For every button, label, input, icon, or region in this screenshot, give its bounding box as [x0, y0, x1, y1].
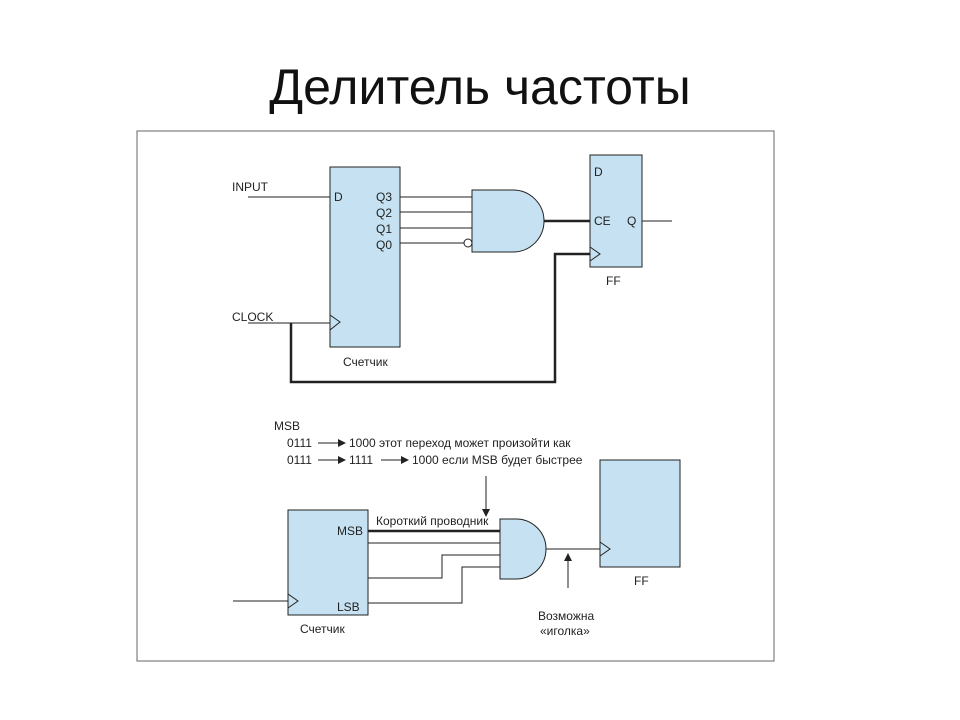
- note-line1-b: 1000 этот переход может произойти как: [349, 436, 571, 450]
- bottom-ff-block: [599, 459, 681, 568]
- ff-block: [589, 154, 643, 268]
- clock-loop-wire: [289, 252, 590, 384]
- counter-q1-label: Q1: [376, 222, 392, 236]
- and-gate-top: [471, 189, 545, 253]
- glitch-label-line2: «иголка»: [540, 624, 590, 638]
- ff-caption: FF: [606, 274, 621, 288]
- counter-block: [329, 166, 401, 348]
- ff-d-label: D: [594, 165, 603, 179]
- ff-q-label: Q: [627, 214, 636, 228]
- note-line1-a: 0111: [287, 436, 312, 450]
- bottom-ff-caption: FF: [634, 574, 649, 588]
- short-wire-label: Короткий проводник: [376, 514, 489, 528]
- bottom-counter-caption: Счетчик: [300, 622, 346, 636]
- note-line2-c: 1000 если MSB будет быстрее: [412, 453, 583, 467]
- counter-q3-label: Q3: [376, 190, 392, 204]
- bit1-wire: [368, 554, 500, 579]
- q0-inverter-bubble: [463, 238, 473, 248]
- bottom-circuit: MSB 0111 1000 этот переход может произой…: [233, 419, 681, 638]
- clock-label: CLOCK: [232, 310, 273, 324]
- slide-title: Делитель частоты: [269, 59, 691, 115]
- bottom-counter-block: [287, 509, 369, 616]
- note-line2-a: 0111: [287, 453, 312, 467]
- bottom-counter-lsb-label: LSB: [337, 600, 360, 614]
- counter-q2-label: Q2: [376, 206, 392, 220]
- bottom-ff-clock-triangle: [599, 541, 611, 557]
- counter-q0-label: Q0: [376, 238, 392, 252]
- counter-clock-triangle: [329, 314, 341, 331]
- glitch-label-line1: Возможна: [538, 609, 594, 623]
- msb-note: MSB: [274, 419, 300, 433]
- input-label: INPUT: [232, 180, 269, 194]
- and-gate-bottom: [499, 518, 547, 580]
- bottom-counter-clock-triangle: [287, 593, 299, 609]
- diagram-frame: [136, 130, 775, 662]
- top-circuit: D Q3 Q2 Q1 Q0 Счетчик INPUT CLOCK D CE Q…: [232, 154, 672, 384]
- bottom-counter-msb-label: MSB: [337, 524, 363, 538]
- note-line2-b: 1111: [349, 453, 373, 467]
- counter-d-label: D: [334, 190, 343, 204]
- ff-ce-label: CE: [594, 214, 611, 228]
- counter-caption: Счетчик: [343, 355, 389, 369]
- lsb-wire: [368, 566, 500, 604]
- ff-clock-triangle: [589, 246, 601, 262]
